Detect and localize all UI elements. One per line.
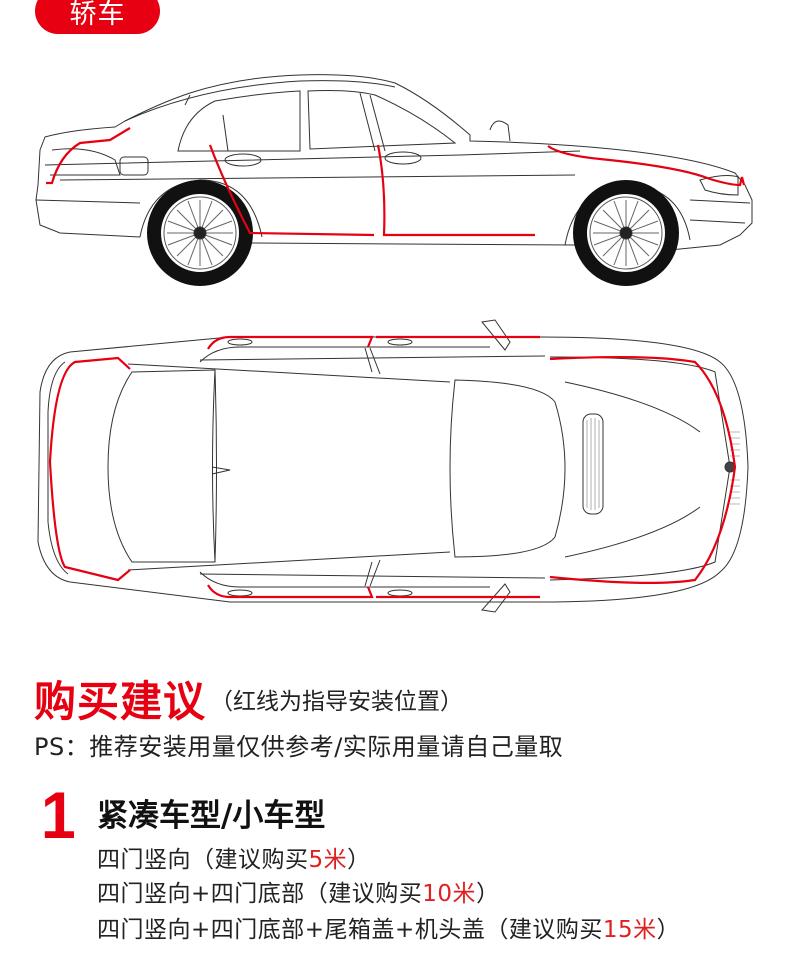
option-suffix: ） — [476, 881, 500, 907]
option-suffix: ） — [656, 917, 681, 943]
option-item: 四门竖向+四门底部+尾箱盖+机头盖（建议购买15米） — [97, 910, 680, 944]
option-item: 四门竖向+四门底部（建议购买10米） — [97, 874, 500, 908]
category-badge: 轿车 — [35, 0, 160, 34]
sedan-top-view-illustration — [0, 312, 790, 622]
option-amount: 5米 — [308, 847, 348, 873]
install-guide-lines-side — [46, 127, 746, 237]
option-suffix: ） — [347, 847, 371, 873]
option-text: 四门竖向+四门底部（建议购买 — [97, 881, 423, 907]
option-text: 四门竖向（建议购买 — [97, 847, 309, 873]
heading-title: 购买建议 — [34, 677, 207, 726]
sedan-side-view-illustration — [0, 55, 790, 305]
option-text: 四门竖向+四门底部+尾箱盖+机头盖（建议购买 — [97, 917, 603, 943]
purchase-advice-heading: 购买建议（红线为指导安装位置） — [34, 668, 463, 729]
step-number: 1 — [40, 778, 76, 852]
front-wheel — [573, 180, 679, 286]
step-title: 紧凑车型/小车型 — [97, 798, 326, 834]
option-amount: 15米 — [602, 917, 657, 943]
option-item: 四门竖向（建议购买5米） — [97, 840, 371, 874]
option-amount: 10米 — [422, 881, 477, 907]
heading-note: （红线为指导安装位置） — [210, 688, 464, 715]
ps-note: PS：推荐安装用量仅供参考/实际用量请自己量取 — [34, 733, 564, 761]
install-guide-lines-top — [48, 335, 737, 599]
rear-wheel — [147, 180, 253, 286]
